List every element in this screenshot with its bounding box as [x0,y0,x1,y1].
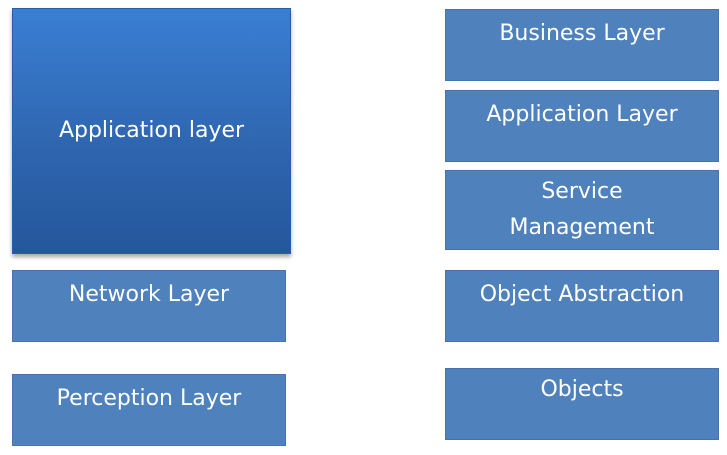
perception-layer-box: Perception Layer [12,374,286,446]
application-layer-right-label: Application Layer [486,102,678,127]
application-layer-box: Application layer [12,8,291,254]
application-layer-right-box: Application Layer [445,90,719,162]
service-management-label: Service Management [509,179,655,240]
perception-layer-label: Perception Layer [56,386,242,411]
objects-label: Objects [540,377,624,402]
service-management-box: Service Management [445,170,719,250]
object-abstraction-label: Object Abstraction [479,282,685,307]
object-abstraction-box: Object Abstraction [445,270,719,342]
application-layer-label: Application layer [58,118,245,143]
objects-box: Objects [445,368,719,440]
network-layer-label: Network Layer [68,282,230,307]
business-layer-label: Business Layer [499,21,665,46]
network-layer-box: Network Layer [12,270,286,342]
business-layer-box: Business Layer [445,9,719,81]
